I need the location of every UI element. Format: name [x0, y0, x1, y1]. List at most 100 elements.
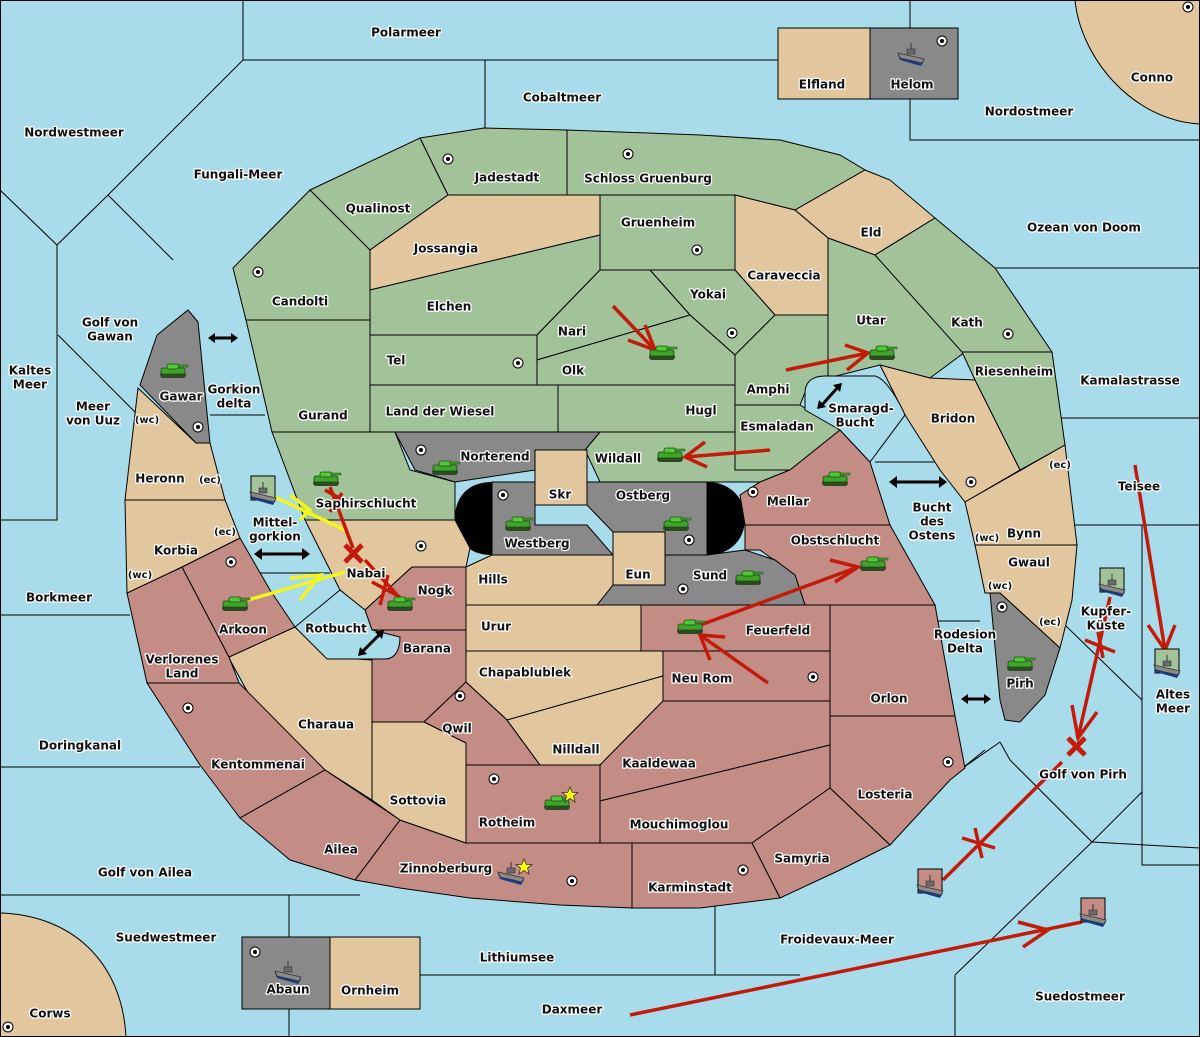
region-ailea[interactable]: [239, 769, 401, 881]
label-schloss-gruenburg: Schloss Gruenburg: [584, 172, 712, 186]
label-nordostmeer: Nordostmeer: [985, 105, 1074, 119]
label-gruenheim: Gruenheim: [621, 216, 695, 230]
label-ailea: Ailea: [324, 843, 358, 857]
label-hills: Hills: [478, 573, 508, 587]
move-arrow: [694, 565, 859, 629]
coast-label: (wc): [988, 581, 1012, 592]
supply-center-icon: [622, 148, 634, 160]
sea-labels: Polarmeer Cobaltmeer Nordwestmeer Fungal…: [7, 24, 1191, 1018]
label-suedostmeer: Suedostmeer: [1035, 990, 1125, 1004]
label-orlon: Orlon: [870, 692, 907, 706]
label-meer-von-uuz-2: von Uuz: [66, 414, 120, 428]
label-kamalastrasse: Kamalastrasse: [1080, 374, 1180, 388]
label-urur: Urur: [481, 620, 511, 634]
label-wildall: Wildall: [595, 452, 641, 466]
label-borkmeer: Borkmeer: [26, 591, 92, 605]
label-land-der-wiesel: Land der Wiesel: [386, 405, 495, 419]
support-orders: [247, 493, 346, 602]
supply-center-icon: [683, 534, 695, 546]
label-polarmeer: Polarmeer: [371, 26, 441, 40]
label-golf-von-ailea: Golf von Ailea: [98, 866, 192, 880]
label-nabai: Nabai: [347, 567, 386, 581]
region-gruenheim[interactable]: [599, 194, 736, 271]
region-mellar[interactable]: [739, 429, 891, 526]
coast-label: (wc): [975, 533, 999, 544]
label-bucht-des-ostens-2: des: [920, 515, 944, 529]
label-golf-von-pirh: Golf von Pirh: [1039, 768, 1127, 782]
region-elfland[interactable]: [777, 27, 871, 100]
label-verlorenes-land-2: Land: [166, 667, 199, 681]
label-saphirschlucht: Saphirschlucht: [316, 497, 417, 511]
label-qwil: Qwil: [442, 722, 472, 736]
move-arrow: [785, 351, 869, 372]
label-daxmeer: Daxmeer: [542, 1003, 603, 1017]
coast-label: (ec): [214, 527, 236, 538]
coast-label: (ec): [199, 475, 221, 486]
cross-icon: [343, 543, 364, 564]
supply-center-icon: [965, 476, 977, 488]
move-arrow: [629, 920, 1083, 1017]
supply-center-icon: [454, 690, 466, 702]
region-kath[interactable]: [874, 217, 1053, 353]
supply-center-icon: [415, 444, 427, 456]
label-gawar: Gawar: [159, 390, 202, 404]
supply-center-icon: [936, 35, 948, 47]
region-zinnoberburg[interactable]: [354, 819, 633, 909]
move-arrow: [363, 558, 402, 600]
label-lithiumsee: Lithiumsee: [480, 951, 555, 965]
label-skr: Skr: [549, 488, 572, 502]
cross-icon: [961, 827, 996, 859]
region-rotheim[interactable]: [465, 764, 601, 844]
label-rodesion-delta-2: Delta: [947, 642, 983, 656]
supply-center-icon: [182, 702, 194, 714]
move-arrow: [1076, 596, 1112, 739]
label-smaragd-bucht-2: Bucht: [835, 416, 874, 430]
label-neu-rom: Neu Rom: [672, 672, 733, 686]
label-rodesion-delta-1: Rodesion: [934, 628, 996, 642]
label-chapablublek: Chapablublek: [479, 666, 572, 680]
label-gurand: Gurand: [298, 409, 348, 423]
label-utar: Utar: [856, 314, 886, 328]
label-helom: Helom: [890, 78, 933, 92]
label-ornheim: Ornheim: [341, 984, 399, 998]
supply-center-icon: [566, 875, 578, 887]
impassable-east: [707, 482, 745, 555]
label-kentommenai: Kentommenai: [211, 758, 305, 772]
supply-center-icon: [1002, 328, 1014, 340]
region-heronn[interactable]: [124, 386, 226, 501]
label-kupfer-kueste-2: Küste: [1087, 619, 1126, 633]
label-gorkion-delta-2: delta: [217, 397, 252, 411]
supply-center-icon: [747, 486, 759, 498]
label-altes-meer-2: Meer: [1156, 702, 1190, 716]
label-kaltes-meer-1: Kaltes: [9, 364, 52, 378]
support-arrow: [247, 570, 346, 602]
label-bridon: Bridon: [931, 412, 976, 426]
label-karminstadt: Karminstadt: [648, 881, 732, 895]
region-ornheim[interactable]: [329, 936, 421, 1010]
label-sund: Sund: [693, 569, 727, 583]
label-ozean-von-doom: Ozean von Doom: [1027, 221, 1141, 235]
label-feuerfeld: Feuerfeld: [746, 624, 811, 638]
supply-center-icon: [415, 540, 427, 552]
label-elfland: Elfland: [799, 78, 845, 92]
label-conno: Conno: [1131, 71, 1173, 85]
label-yokai: Yokai: [689, 288, 726, 302]
label-teisee: Teisee: [1118, 480, 1160, 494]
label-samyria: Samyria: [774, 852, 829, 866]
label-bucht-des-ostens-3: Ostens: [909, 529, 956, 543]
label-verlorenes-land-1: Verlorenes: [146, 653, 219, 667]
double-arrow-icon: [961, 694, 991, 704]
label-fungali-meer: Fungali-Meer: [194, 168, 283, 182]
label-jadestadt: Jadestadt: [474, 171, 540, 185]
label-hugl: Hugl: [685, 404, 716, 418]
label-suedwestmeer: Suedwestmeer: [116, 931, 217, 945]
label-olk: Olk: [562, 364, 585, 378]
move-arrow: [941, 760, 1064, 882]
label-barana: Barana: [403, 642, 451, 656]
label-bucht-des-ostens-1: Bucht: [912, 501, 951, 515]
label-nilldall: Nilldall: [552, 743, 599, 757]
region-corws[interactable]: [0, 912, 127, 1037]
supply-center-icon: [225, 556, 237, 568]
region-conno[interactable]: [1074, 0, 1200, 125]
label-mouchimoglou: Mouchimoglou: [630, 818, 729, 832]
